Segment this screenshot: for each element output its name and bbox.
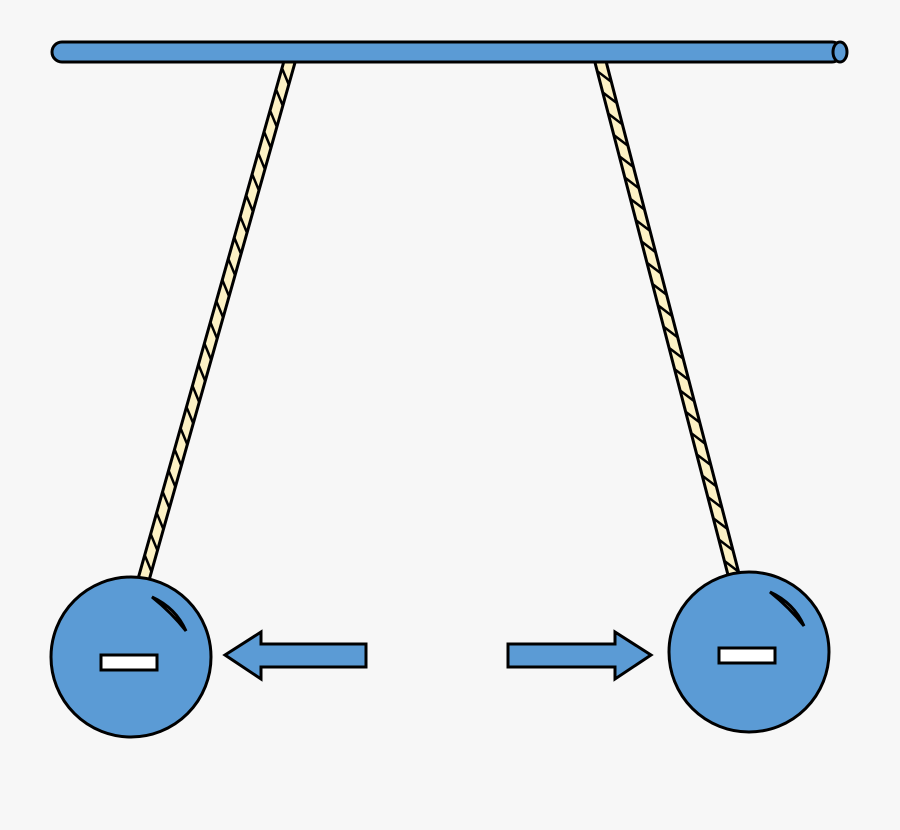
minus-sign-icon [99, 653, 159, 672]
arrow-right-icon [506, 629, 654, 682]
highlight-icon [151, 595, 188, 632]
support-rod [50, 40, 849, 64]
left-rope [134, 56, 298, 594]
right-sphere [667, 570, 831, 734]
arrow-left-icon [222, 629, 368, 682]
highlight-icon [769, 590, 806, 627]
left-sphere [49, 575, 213, 739]
minus-sign-icon [717, 646, 777, 665]
right-rope [592, 56, 743, 584]
